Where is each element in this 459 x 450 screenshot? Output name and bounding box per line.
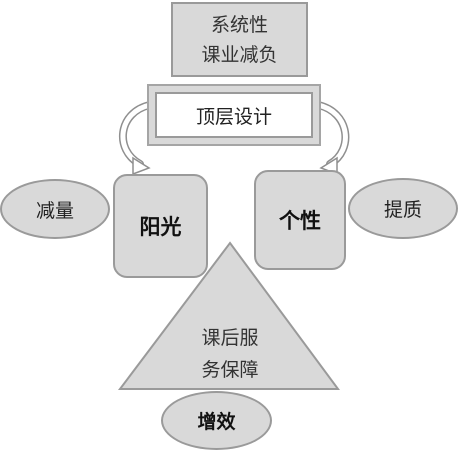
top-box-line-1: 系统性 [210,13,268,36]
triangle-line-2: 务保障 [201,359,259,381]
ellipse-improve-quality: 提质 [348,178,458,239]
top-box-line-2: 课业减负 [201,43,278,66]
card-sunshine: 阳光 [113,174,208,278]
card-individuality: 个性 [254,170,346,270]
ellipse-increase-efficiency: 增效 [161,391,272,450]
design-box-label: 顶层设计 [155,92,313,138]
triangle-line-1: 课后服 [201,327,259,349]
curved-arrow-left-icon [118,101,154,176]
ellipse-reduce-quantity: 减量 [0,179,110,239]
curved-arrow-right-icon [314,101,350,176]
top-box-systematic-burden-reduction: 系统性 课业减负 [171,2,308,77]
triangle-label: 课后服 务保障 [180,322,280,386]
